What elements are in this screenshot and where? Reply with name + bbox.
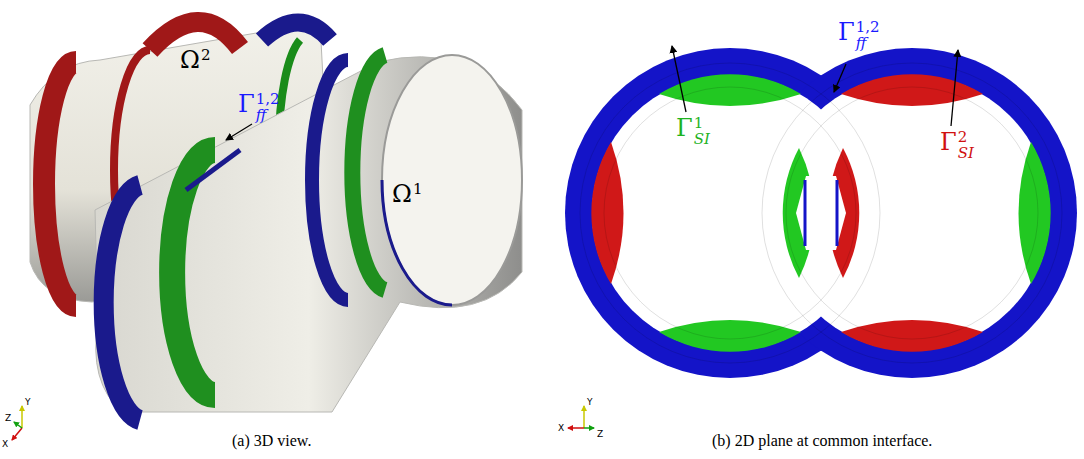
domain-label: Ω2 <box>180 48 210 72</box>
domain-label: Ω1 <box>392 182 422 206</box>
subscript: ff <box>856 36 880 52</box>
symbol-base: Γ <box>676 116 693 140</box>
symbol-indices: 1,2ff <box>256 92 280 124</box>
subscript: SI <box>694 132 710 148</box>
interface-plane <box>565 48 1077 378</box>
superscript: 2 <box>958 130 974 146</box>
rotor-front <box>95 55 522 420</box>
subfigure-caption: (a) 3D view. <box>232 432 311 450</box>
symbol-base: Ω <box>180 48 200 72</box>
interface-label: Γ1,2ff <box>838 20 880 52</box>
axis-label: Y <box>25 398 31 407</box>
symbol-indices: 1 <box>413 182 423 198</box>
superscript: 1 <box>694 116 710 132</box>
subscript: ff <box>256 108 280 124</box>
leader-line <box>226 124 252 140</box>
symbol-indices: 1,2ff <box>856 20 880 52</box>
axis-label: Z <box>5 414 11 423</box>
interface-label: Γ1,2ff <box>238 92 280 124</box>
subfigure-caption: (b) 2D plane at common interface. <box>712 432 932 450</box>
symbol-indices: 2SI <box>958 130 974 162</box>
interface-label: Γ2SI <box>940 130 974 162</box>
leader-line <box>951 50 958 126</box>
axis-triad <box>12 406 22 440</box>
axis-triad <box>568 406 594 428</box>
symbol-base: Γ <box>940 130 957 154</box>
leader-line <box>834 64 846 92</box>
axis-label: X <box>2 440 8 449</box>
superscript: 1,2 <box>856 20 880 36</box>
interface-label: Γ1SI <box>676 116 710 148</box>
axis-label: Z <box>597 430 603 439</box>
axis-label: X <box>558 424 564 433</box>
axis-label: Y <box>587 398 593 407</box>
subscript: SI <box>958 146 974 162</box>
symbol-base: Γ <box>838 20 855 44</box>
superscript: 2 <box>201 48 211 64</box>
superscript: 1 <box>413 182 423 198</box>
superscript: 1,2 <box>256 92 280 108</box>
leader-line <box>672 46 686 112</box>
symbol-indices: 2 <box>201 48 211 64</box>
symbol-base: Γ <box>238 92 255 116</box>
symbol-base: Ω <box>392 182 412 206</box>
symbol-indices: 1SI <box>694 116 710 148</box>
